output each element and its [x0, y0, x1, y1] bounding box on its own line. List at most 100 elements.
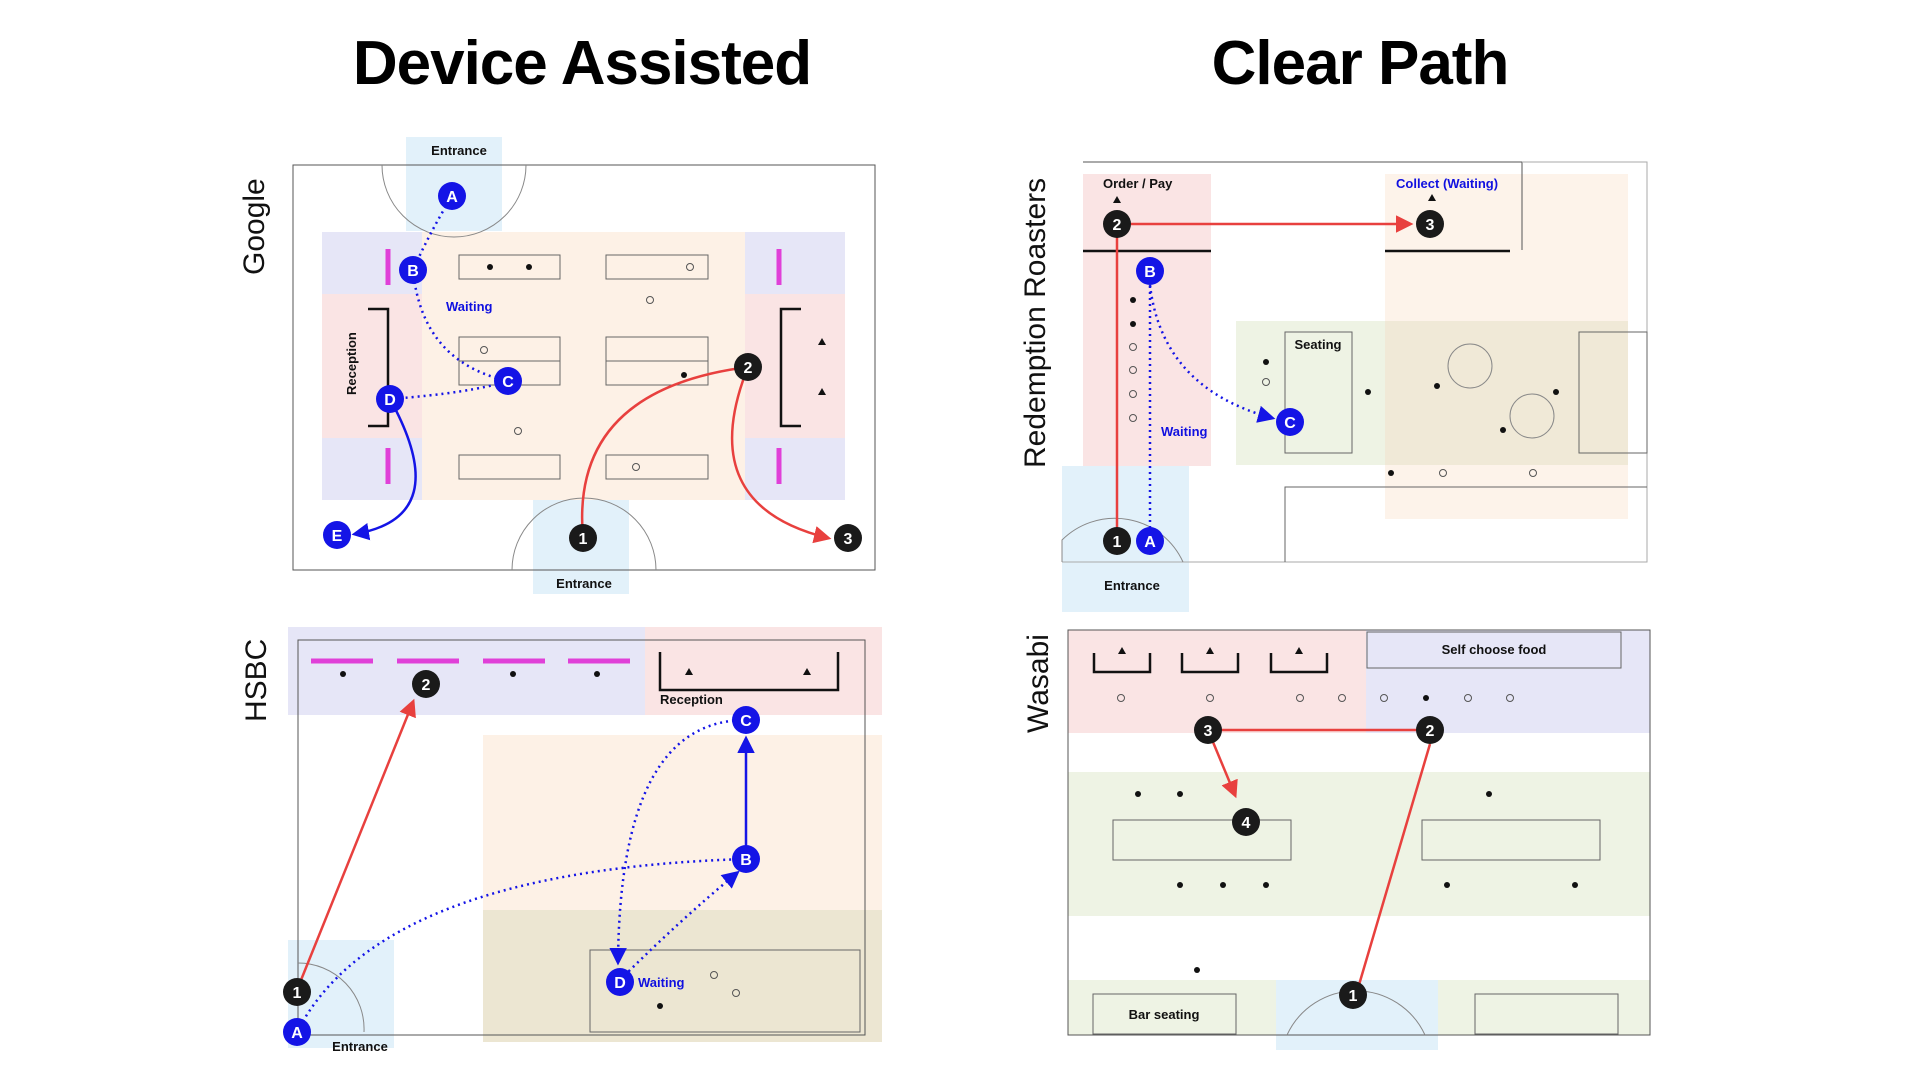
svg-text:C: C: [502, 374, 514, 391]
svg-text:2: 2: [1426, 723, 1435, 740]
svg-text:3: 3: [1426, 217, 1435, 234]
svg-text:C: C: [740, 713, 752, 730]
zone-right-upper: [745, 232, 845, 294]
redemption-collect-label: Collect (Waiting): [1396, 176, 1498, 191]
node-hsbc-2: 2: [412, 670, 440, 698]
zone-left-lower: [322, 438, 422, 500]
node-google-d: D: [376, 385, 404, 413]
empty-seat: [1439, 469, 1447, 477]
empty-seat: [1296, 694, 1304, 702]
table: [605, 254, 709, 280]
path-1-2-hsbc: [295, 698, 416, 991]
zone-right-lower: [745, 438, 845, 500]
round-table: [1447, 343, 1493, 389]
node-redemption-a: A: [1136, 527, 1164, 555]
path-d-b-hsbc: [619, 870, 740, 981]
node-hsbc-b: B: [732, 845, 760, 873]
person-dot: [487, 264, 493, 270]
node-redemption-2: 2: [1103, 210, 1131, 238]
person-dot: [594, 671, 600, 677]
path-1-2: [580, 365, 749, 538]
empty-seat: [1262, 378, 1270, 386]
zone-main-floor: [422, 232, 745, 500]
svg-text:A: A: [1144, 534, 1156, 551]
self-choose-food-box: [1366, 631, 1622, 669]
svg-text:E: E: [332, 528, 343, 545]
empty-seat: [710, 971, 718, 979]
hsbc-outline: [297, 639, 866, 1036]
panel-redemption: Redemption Roasters Seating Order / Pay …: [1019, 161, 1648, 612]
node-hsbc-1: 1: [283, 978, 311, 1006]
node-redemption-3: 3: [1416, 210, 1444, 238]
wasabi-self-choose-label: Self choose food: [1442, 642, 1547, 657]
node-redemption-b: B: [1136, 257, 1164, 285]
empty-seat: [1206, 694, 1214, 702]
path-c-d-hsbc: [609, 718, 747, 966]
person-dot: [510, 671, 516, 677]
bar-seating-counter: [1092, 993, 1237, 1035]
empty-seat: [1129, 390, 1137, 398]
person-dot: [1388, 470, 1394, 476]
wasabi-bar-seating-label: Bar seating: [1129, 1007, 1200, 1022]
svg-text:2: 2: [744, 360, 753, 377]
redemption-order-label: Order / Pay: [1103, 176, 1173, 191]
svg-text:B: B: [740, 852, 752, 869]
panel-hsbc: HSBC Entrance Reception Waiting A B: [240, 627, 882, 1054]
table: [458, 254, 561, 280]
google-waiting-label: Waiting: [446, 299, 493, 314]
svg-text:1: 1: [1349, 988, 1358, 1005]
zone-self-choose: [1366, 630, 1650, 733]
node-google-c: C: [494, 367, 522, 395]
side-label-redemption: Redemption Roasters: [1019, 178, 1052, 468]
svg-text:1: 1: [293, 985, 302, 1002]
empty-seat: [1117, 694, 1125, 702]
node-hsbc-c: C: [732, 706, 760, 734]
empty-seat: [1506, 694, 1514, 702]
redemption-waiting-label: Waiting: [1161, 424, 1208, 439]
svg-text:B: B: [1144, 264, 1156, 281]
staff-marker: [1295, 647, 1303, 654]
panel-wasabi: Wasabi Self choose food: [1022, 629, 1651, 1050]
counter-desk: [779, 307, 801, 428]
reception-desk: [368, 307, 390, 428]
staff-marker: [1118, 647, 1126, 654]
person-dot: [1194, 967, 1200, 973]
node-google-e: E: [323, 521, 351, 549]
google-outline: [292, 164, 876, 571]
node-redemption-1: 1: [1103, 527, 1131, 555]
person-dot: [1572, 882, 1578, 888]
person-dot: [1434, 383, 1440, 389]
person-dot: [1263, 882, 1269, 888]
node-google-b: B: [399, 256, 427, 284]
zone-hsbc-waiting: [483, 910, 882, 1042]
side-label-wasabi: Wasabi: [1022, 634, 1055, 733]
hsbc-door-arc: [297, 962, 365, 1033]
zone-hsbc-floor: [483, 735, 882, 910]
svg-text:3: 3: [1204, 723, 1213, 740]
zone-wasabi-seating: [1068, 772, 1650, 916]
person-dot: [526, 264, 532, 270]
person-dot: [1444, 882, 1450, 888]
staff-marker: [803, 668, 811, 675]
node-google-3: 3: [834, 524, 862, 552]
person-dot: [1177, 791, 1183, 797]
node-google-a: A: [438, 182, 466, 210]
svg-text:3: 3: [844, 531, 853, 548]
node-wasabi-3: 3: [1194, 716, 1222, 744]
round-table: [1509, 393, 1555, 439]
person-dot: [1130, 321, 1136, 327]
person-dot: [1263, 359, 1269, 365]
svg-text:1: 1: [579, 531, 588, 548]
node-hsbc-a: A: [283, 1018, 311, 1046]
redemption-entrance-label: Entrance: [1104, 578, 1160, 593]
zone-hsbc-counters: [288, 627, 645, 715]
staff-marker: [1206, 647, 1214, 654]
zone-hsbc-reception: [645, 627, 882, 715]
empty-seat: [1529, 469, 1537, 477]
person-dot: [340, 671, 346, 677]
path-d-e: [351, 398, 417, 541]
staff-marker: [1428, 194, 1436, 201]
person-dot: [1553, 389, 1559, 395]
node-wasabi-2: 2: [1416, 716, 1444, 744]
node-google-2: 2: [734, 353, 762, 381]
